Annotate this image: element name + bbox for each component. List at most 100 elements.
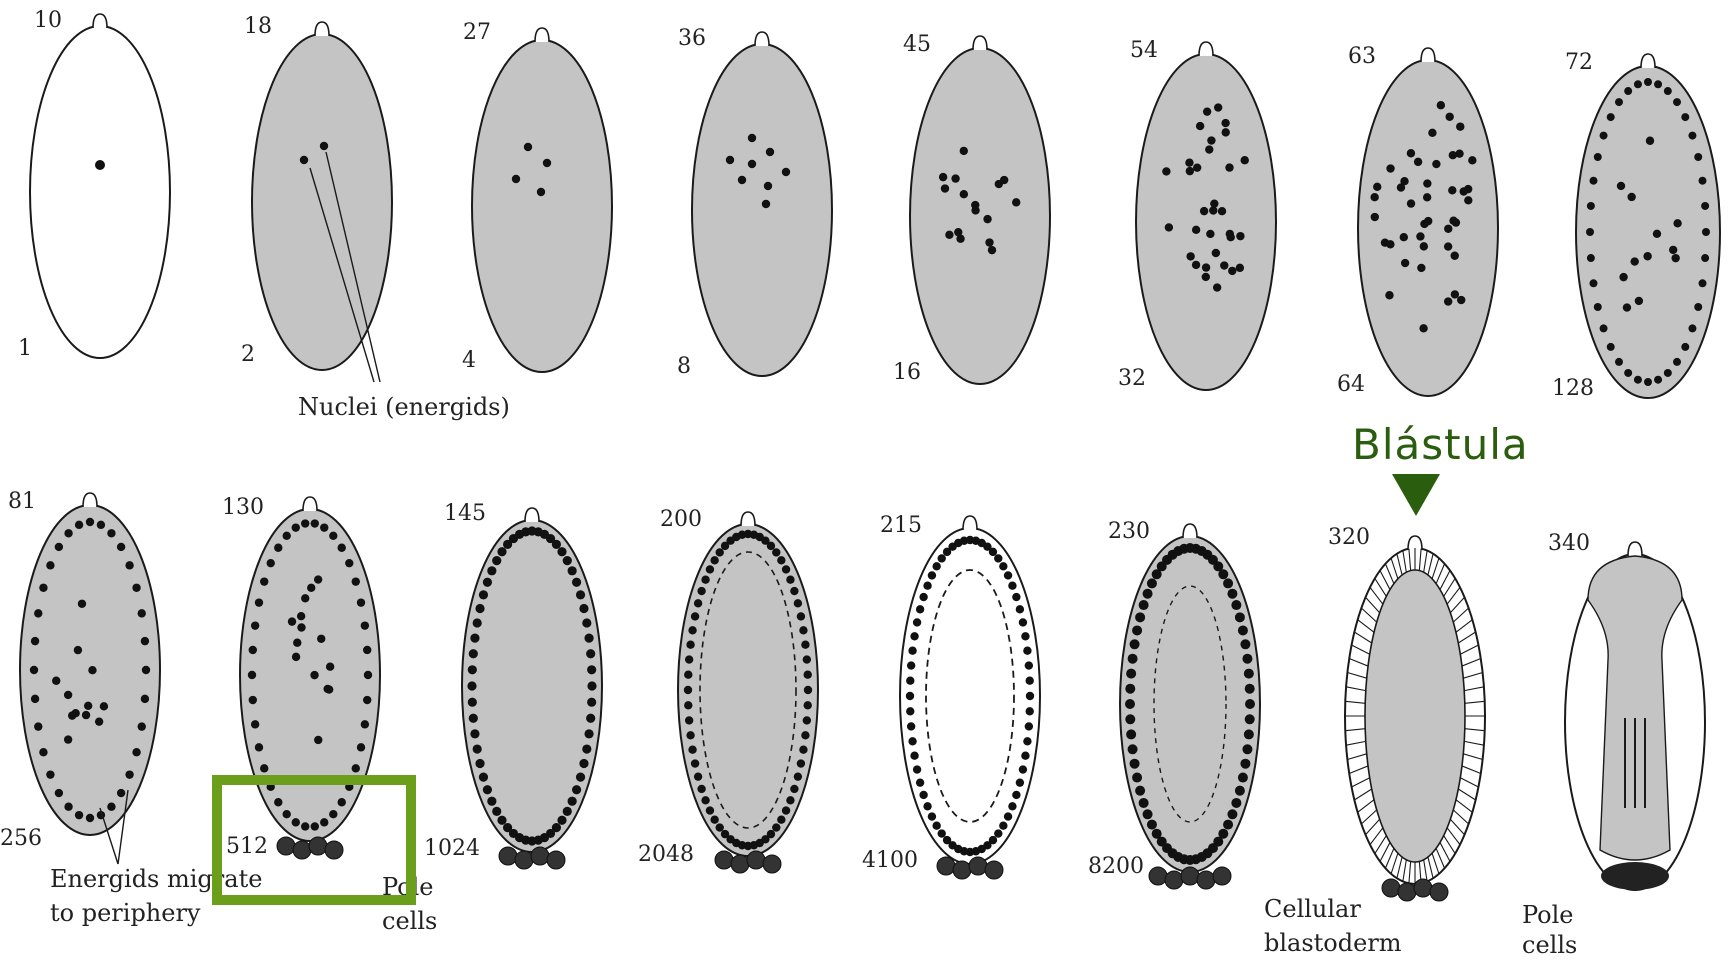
nucleus-dot (95, 717, 103, 725)
stage-nuclei-count: 32 (1118, 368, 1146, 390)
micropyle (741, 512, 755, 526)
pole-cell (1197, 871, 1215, 889)
micropyle (1421, 48, 1435, 62)
nucleus-dot (1643, 252, 1651, 260)
nucleus-dot (716, 548, 724, 556)
nucleus-dot (1420, 220, 1428, 228)
nucleus-dot (1231, 600, 1241, 610)
nucleus-dot (1008, 581, 1016, 589)
nucleus-dot (1241, 156, 1249, 164)
nucleus-dot (1238, 625, 1248, 635)
pole-cell (937, 857, 955, 875)
nucleus-dot (686, 731, 694, 739)
nucleus-dot (1653, 230, 1661, 238)
nucleus-dot (301, 594, 309, 602)
nucleus-dot (1240, 759, 1250, 769)
embryo-outline (900, 528, 1040, 864)
nucleus-dot (1414, 158, 1422, 166)
nucleus-dot (1214, 103, 1222, 111)
stage-minutes: 54 (1130, 40, 1158, 62)
nucleus-dot (1600, 132, 1608, 140)
nucleus-dot (274, 544, 282, 552)
nucleus-dot (1019, 765, 1027, 773)
nucleus-dot (552, 540, 561, 549)
nucleus-dot (1132, 773, 1142, 783)
embryo-outline (1120, 536, 1260, 872)
nucleus-dot (1468, 156, 1476, 164)
nucleus-dot (1213, 283, 1221, 291)
nucleus-dot (1236, 232, 1244, 240)
nucleus-dot (1669, 246, 1677, 254)
nucleus-dot (503, 823, 512, 832)
nucleus-dot (1025, 722, 1033, 730)
nucleus-dot (1012, 593, 1020, 601)
nucleus-dot (1400, 233, 1408, 241)
nucleus-dot (710, 556, 718, 564)
nucleus-dot (100, 702, 108, 710)
nucleus-dot (30, 666, 38, 674)
nucleus-dot (1451, 290, 1459, 298)
nucleus-dot (999, 822, 1007, 830)
nucleus-dot (1607, 343, 1615, 351)
nucleus-dot (1635, 297, 1643, 305)
nucleus-dot (1192, 226, 1200, 234)
nucleus-dot (557, 816, 566, 825)
nucleus-dot (34, 722, 42, 730)
nucleus-dot (701, 575, 709, 583)
nucleus-dot (938, 829, 946, 837)
pole-cell (731, 855, 749, 873)
nucleus-dot (39, 584, 47, 592)
stage-minutes: 340 (1548, 533, 1590, 555)
nucleus-dot (345, 559, 353, 567)
nucleus-dot (684, 686, 692, 694)
nucleus-dot (586, 714, 595, 723)
nucleus-dot (1220, 261, 1228, 269)
nucleus-dot (799, 626, 807, 634)
nucleus-dot (1207, 136, 1215, 144)
nucleus-dot (1452, 218, 1460, 226)
nucleus-dot (1196, 122, 1204, 130)
nucleus-dot (78, 600, 86, 608)
nucleus-dot (117, 789, 125, 797)
nucleus-dot (685, 716, 693, 724)
nucleus-dot (941, 184, 949, 192)
nucleus-dot (697, 785, 705, 793)
nucleus-dot (64, 735, 72, 743)
nucleus-dot (587, 681, 596, 690)
nucleus-dot (1235, 786, 1245, 796)
embryo-outline (692, 44, 832, 376)
micropyle (1641, 54, 1655, 68)
nucleus-dot (1688, 324, 1696, 332)
nucleus-dot (469, 649, 478, 658)
nucleus-dot (132, 584, 140, 592)
nucleus-dot (1701, 254, 1709, 262)
nucleus-dot (1464, 185, 1472, 193)
nucleus-dot (938, 554, 946, 562)
nucleus-dot (1235, 612, 1245, 622)
nucleus-dot (908, 647, 916, 655)
pole-cell (985, 861, 1003, 879)
stage-nuclei-count: 64 (1337, 374, 1365, 396)
nucleus-dot (1008, 802, 1016, 810)
nucleus-dot (767, 542, 775, 550)
nucleus-dot (797, 759, 805, 767)
nucleus-dot (1419, 324, 1427, 332)
nucleus-dot (492, 807, 501, 816)
micropyle (535, 28, 549, 42)
nucleus-dot (1385, 291, 1393, 299)
nucleus-dot (1371, 213, 1379, 221)
nucleus-dot (1699, 279, 1707, 287)
nucleus-dot (1023, 647, 1031, 655)
pole-cells-label-line2: cells (382, 906, 437, 936)
nucleus-dot (691, 612, 699, 620)
nucleus-dot (141, 695, 149, 703)
nucleus-dot (777, 816, 785, 824)
nucleus-dot (1012, 791, 1020, 799)
stage-minutes: 72 (1565, 52, 1593, 74)
nucleus-dot (1623, 303, 1631, 311)
nucleus-dot (1026, 707, 1034, 715)
nucleus-dot (1673, 358, 1681, 366)
nucleus-dot (524, 143, 532, 151)
pole-cell (531, 847, 549, 865)
nucleus-dot (1021, 632, 1029, 640)
